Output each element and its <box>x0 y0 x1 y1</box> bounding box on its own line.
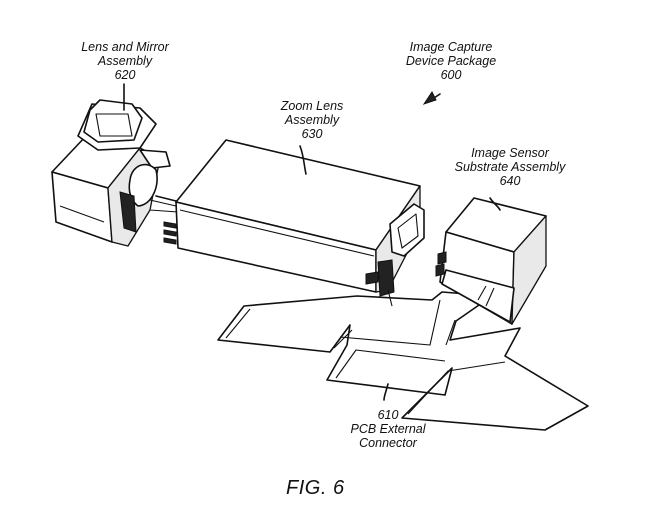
pcb-external-connector-shape <box>217 291 589 431</box>
zoom-lens-label: Zoom Lens Assembly 630 <box>272 99 352 141</box>
lens-mirror-ref: 620 <box>114 68 136 82</box>
lens-mirror-label: Lens and Mirror Assembly 620 <box>80 40 170 82</box>
package-label-line2: Device Package <box>405 54 497 68</box>
leader-lines <box>123 83 501 401</box>
zoom-lens-ref: 630 <box>301 127 323 141</box>
package-ref: 600 <box>440 68 462 82</box>
image-sensor-label: Image Sensor Substrate Assembly 640 <box>450 146 570 188</box>
package-label-line1: Image Capture <box>409 40 493 54</box>
pcb-ref: 610 <box>377 408 399 422</box>
image-sensor-label-line2: Substrate Assembly <box>454 160 566 174</box>
lens-mirror-assembly-shape <box>51 99 179 247</box>
figure-caption: FIG. 6 <box>286 477 345 499</box>
zoom-lens-label-line1: Zoom Lens <box>280 99 344 113</box>
pcb-label-line2: Connector <box>359 436 417 450</box>
pcb-label-line1: PCB External <box>350 422 426 436</box>
package-label: Image Capture Device Package 600 <box>396 40 506 82</box>
pcb-label: 610 PCB External Connector <box>346 408 430 450</box>
connector-pins <box>155 195 181 245</box>
lens-mirror-label-line2: Assembly <box>97 54 153 68</box>
zoom-lens-assembly-shape <box>175 139 425 307</box>
image-sensor-label-line1: Image Sensor <box>471 146 549 160</box>
zoom-lens-label-line2: Assembly <box>284 113 340 127</box>
image-sensor-ref: 640 <box>499 174 521 188</box>
lens-mirror-label-line1: Lens and Mirror <box>81 40 169 54</box>
image-sensor-substrate-assembly-shape <box>435 197 547 325</box>
